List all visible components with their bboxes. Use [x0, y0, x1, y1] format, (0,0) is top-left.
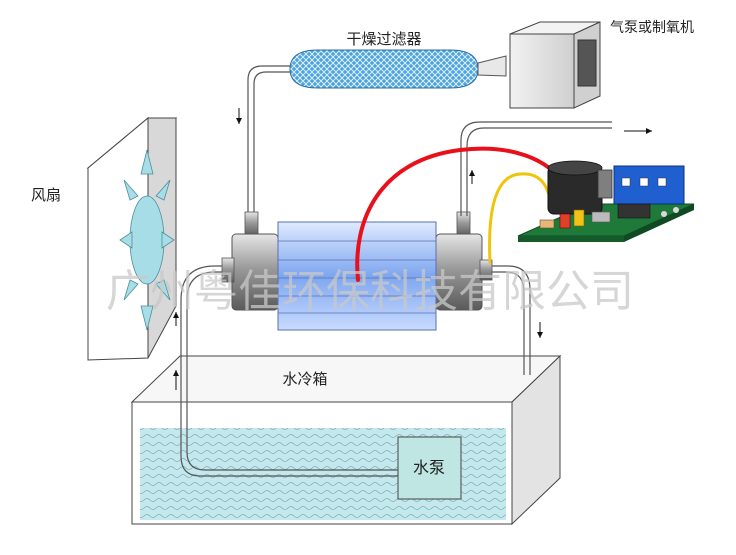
water-pump: 水泵 — [397, 436, 462, 500]
water-pump-box — [397, 436, 462, 500]
company-watermark: 广州粤佳环保科技有限公司 — [106, 266, 634, 317]
air-pump-port — [577, 39, 597, 87]
fan-blades — [119, 149, 175, 331]
tube-outlet-stub — [456, 211, 471, 237]
fan: 风扇 — [31, 116, 178, 361]
tank-top-face — [130, 355, 562, 403]
filter-label: 干燥过滤器 — [346, 30, 421, 48]
air-inlet-hose — [247, 65, 290, 216]
filter-nozzle — [477, 55, 507, 77]
power-board — [517, 160, 695, 242]
high-voltage-wire — [355, 146, 568, 282]
water-hoses — [180, 265, 531, 477]
fan-label: 风扇 — [31, 186, 61, 204]
water-tank: 水冷箱 — [130, 354, 562, 526]
low-voltage-wire — [488, 172, 554, 264]
ozone-outlet-hose — [460, 121, 612, 216]
air-pump: 气泵或制氧机 — [509, 20, 694, 109]
ozone-tube — [221, 211, 493, 331]
air-pump-label: 气泵或制氧机 — [610, 20, 694, 36]
tube-inlet-stub — [244, 211, 259, 237]
dry-filter: 干燥过滤器 — [289, 30, 507, 89]
water-pump-label: 水泵 — [413, 458, 445, 477]
tank-label: 水冷箱 — [282, 370, 327, 388]
